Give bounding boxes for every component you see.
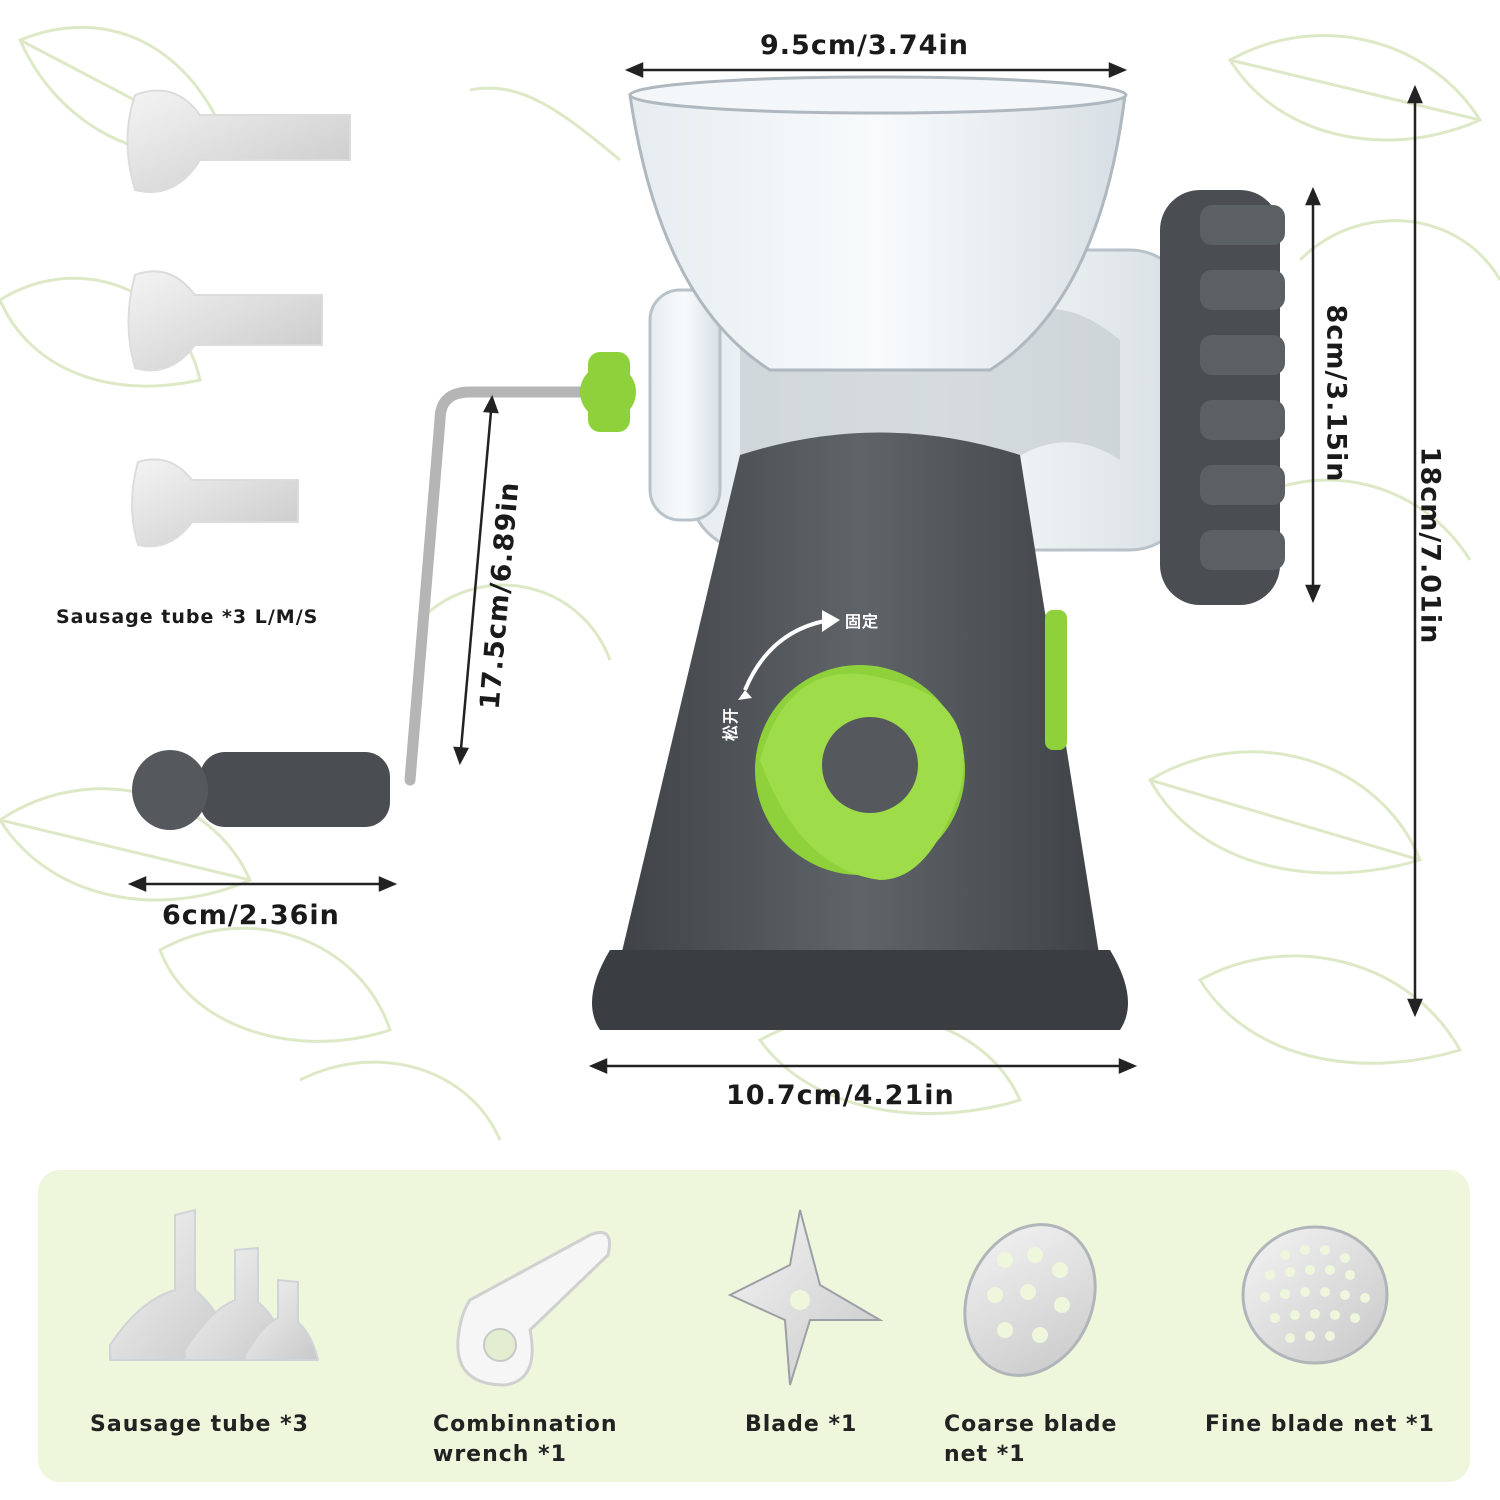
grip-width-label: 6cm/2.36in xyxy=(162,900,340,931)
accessory-icon-wrench xyxy=(456,1231,611,1387)
side-sausage-tube-medium xyxy=(127,270,323,372)
accessory-label-line2: net *1 xyxy=(944,1442,1026,1467)
accessory-icon-fine-net xyxy=(1241,1225,1389,1365)
side-tubes-caption: Sausage tube *3 L/M/S xyxy=(56,606,319,628)
accessory-icon-blade xyxy=(727,1209,884,1386)
accessory-label-line2: wrench *1 xyxy=(433,1442,567,1467)
hopper xyxy=(628,75,1128,372)
dimension-arrows xyxy=(127,62,1423,1074)
suction-knob xyxy=(738,610,965,880)
side-sausage-tube-large xyxy=(126,89,351,193)
total-height-label: 18cm/7.01in xyxy=(1414,446,1446,645)
base-width-label: 10.7cm/4.21in xyxy=(726,1080,955,1111)
accessory-label-line1: Coarse blade xyxy=(944,1412,1118,1437)
drum-height-label: 8cm/3.15in xyxy=(1320,304,1352,483)
hopper-width-label: 9.5cm/3.74in xyxy=(760,30,969,61)
knob-release-label: 松开 xyxy=(721,706,741,742)
accessory-label-wrench: Combinnation wrench *1 xyxy=(433,1410,617,1470)
accessory-icon-coarse-net xyxy=(963,1223,1097,1377)
leaf-outlines xyxy=(0,25,1500,1141)
accessory-label-fine-net: Fine blade net *1 xyxy=(1205,1410,1435,1440)
accessory-label-coarse-net: Coarse blade net *1 xyxy=(944,1410,1117,1470)
accessory-label-sausage-tube: Sausage tube *3 xyxy=(90,1410,309,1440)
accessory-label-line1: Combinnation xyxy=(433,1412,618,1437)
crank-handle xyxy=(132,352,636,830)
accessory-icon-sausage-tubes xyxy=(109,1208,320,1361)
locking-ring xyxy=(1160,190,1285,605)
accessory-label-blade: Blade *1 xyxy=(745,1410,857,1440)
side-sausage-tube-small xyxy=(131,458,299,548)
accessory-label-line1: Sausage tube *3 xyxy=(90,1412,309,1437)
accessory-label-line1: Blade *1 xyxy=(745,1412,858,1437)
accessory-label-line1: Fine blade net *1 xyxy=(1205,1412,1435,1437)
knob-lock-label: 固定 xyxy=(845,612,880,631)
